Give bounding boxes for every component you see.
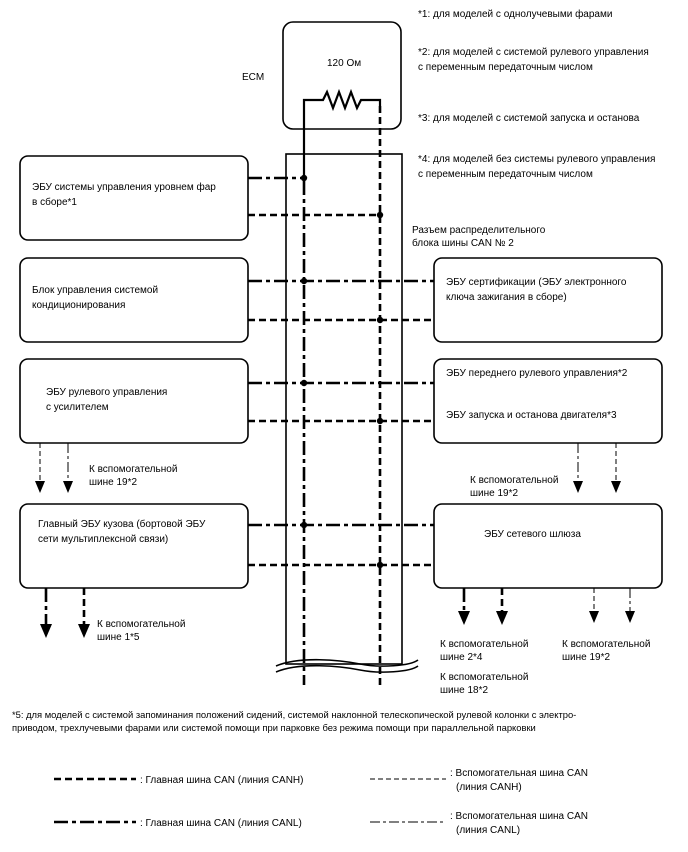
junction-dot xyxy=(376,561,384,569)
ecu-certification xyxy=(433,257,663,343)
gw-sub19-label-1: К вспомогательной xyxy=(562,639,650,650)
ecu-ac-label-1: Блок управления системой xyxy=(32,285,158,296)
arrow-down-icon xyxy=(611,481,621,493)
resistor-label: 120 Ом xyxy=(327,58,361,69)
right-sub-label-1: К вспомогательной xyxy=(470,475,558,486)
note-2b: с переменным передаточным числом xyxy=(418,62,593,73)
gw-sub2-label-2: шине 2*4 xyxy=(440,652,483,663)
ecu-cert-label-2: ключа зажигания в сборе) xyxy=(446,291,567,303)
note-2a: *2: для моделей с системой рулевого упра… xyxy=(418,47,649,58)
junction-dot xyxy=(376,211,384,219)
arrow-down-icon xyxy=(458,611,470,625)
ecm-label: ECM xyxy=(242,72,264,83)
arrow-down-icon xyxy=(40,624,52,638)
connector-frame xyxy=(285,153,403,665)
gw-sub2-label-1: К вспомогательной xyxy=(440,639,528,650)
arrow-down-icon xyxy=(573,481,583,493)
ecu-headlight-label-1: ЭБУ системы управления уровнем фар xyxy=(32,181,216,193)
ecu-ac-label-2: кондиционирования xyxy=(32,300,125,311)
ecu-headlight-label-2: в сборе*1 xyxy=(32,196,77,208)
junction-dot xyxy=(376,316,384,324)
legend-sub-canl-label-1: : Вспомогательная шина CAN xyxy=(450,811,588,822)
gw-sub18-label-2: шине 18*2 xyxy=(440,685,488,696)
legend-main-canl-label: : Главная шина CAN (линия CANL) xyxy=(140,818,302,829)
legend-main-canh-label: : Главная шина CAN (линия CANH) xyxy=(140,775,303,786)
break-line-2 xyxy=(275,664,419,673)
ecu-eps-label-2: с усилителем xyxy=(46,402,109,413)
arrow-down-icon xyxy=(35,481,45,493)
ecu-headlight-leveling xyxy=(19,155,249,241)
junction-dot xyxy=(300,277,308,285)
ecu-eps-label-1: ЭБУ рулевого управления xyxy=(46,387,167,398)
note-5a: *5: для моделей с системой запоминания п… xyxy=(12,709,576,720)
note-5b: приводом, трехлучевыми фарами или систем… xyxy=(12,722,536,733)
junction-dot xyxy=(300,521,308,529)
junction-dot xyxy=(376,417,384,425)
arrow-down-icon xyxy=(63,481,73,493)
note-4a: *4: для моделей без системы рулевого упр… xyxy=(418,153,655,165)
gw-sub19-label-2: шине 19*2 xyxy=(562,652,610,663)
junction-dot xyxy=(300,379,308,387)
ecu-cert-label-1: ЭБУ сертификации (ЭБУ электронного xyxy=(446,276,627,288)
eps-sub-label-2: шине 19*2 xyxy=(89,477,137,488)
eps-sub-label-1: К вспомогательной xyxy=(89,464,177,475)
arrow-down-icon xyxy=(496,611,508,625)
ecm-box xyxy=(282,21,402,130)
ecu-main-body xyxy=(19,503,249,589)
junction-dot xyxy=(300,174,308,182)
ecu-air-conditioning xyxy=(19,257,249,343)
body-sub-label-2: шине 1*5 xyxy=(97,632,140,643)
ecu-front-steering-stopstart xyxy=(433,358,663,444)
connector-label-2: блока шины CAN № 2 xyxy=(412,237,514,249)
note-3: *3: для моделей с системой запуска и ост… xyxy=(418,113,640,124)
legend-sub-canl-label-2: (линия CANL) xyxy=(456,825,520,836)
ecu-gateway-label: ЭБУ сетевого шлюза xyxy=(484,529,581,540)
resistor-icon xyxy=(302,88,382,181)
right-sub-label-2: шине 19*2 xyxy=(470,488,518,499)
ecu-network-gateway xyxy=(433,503,663,589)
ecu-power-steering xyxy=(19,358,249,444)
body-sub-label-1: К вспомогательной xyxy=(97,619,185,630)
arrow-down-icon xyxy=(589,611,599,623)
arrow-down-icon xyxy=(625,611,635,623)
ecu-body-label-1: Главный ЭБУ кузова (бортовой ЭБУ xyxy=(38,518,206,530)
ecu-body-label-2: сети мультиплексной связи) xyxy=(38,534,168,545)
ecu-steer-label-1: ЭБУ переднего рулевого управления*2 xyxy=(446,368,628,379)
ecu-stopstart-label: ЭБУ запуска и останова двигателя*3 xyxy=(446,410,617,421)
break-line-1 xyxy=(275,658,419,667)
gw-sub18-label-1: К вспомогательной xyxy=(440,672,528,683)
note-4b: с переменным передаточным числом xyxy=(418,169,593,180)
legend-sub-canh-label-2: (линия CANH) xyxy=(456,782,522,793)
note-1: *1: для моделей с однолучевыми фарами xyxy=(418,8,612,20)
arrow-down-icon xyxy=(78,624,90,638)
connector-label-1: Разъем распределительного xyxy=(412,225,546,236)
legend-sub-canh-label-1: : Вспомогательная шина CAN xyxy=(450,768,588,779)
